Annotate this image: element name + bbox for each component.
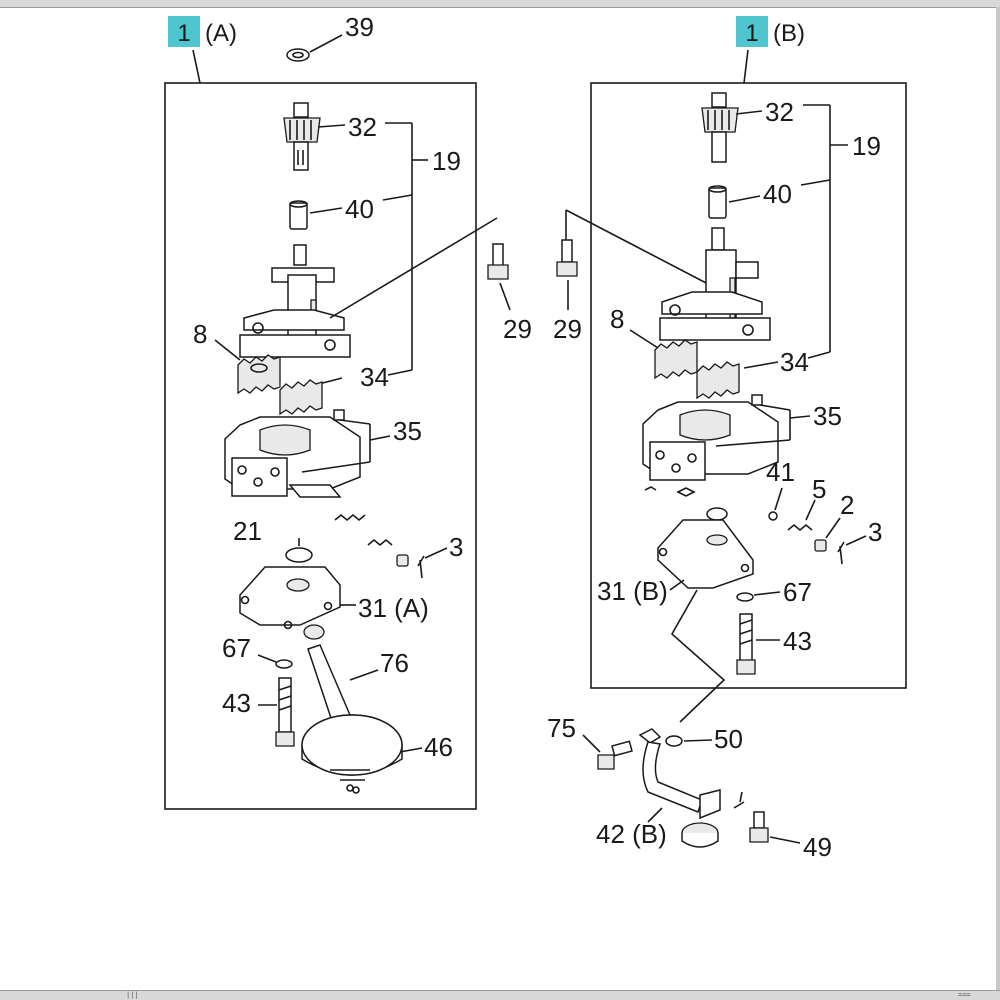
label-b-67[interactable]: 67 [783, 577, 812, 607]
pump-gear-icon [237, 354, 323, 416]
label-b-19[interactable]: 19 [852, 131, 881, 161]
label-b-50[interactable]: 50 [714, 724, 743, 754]
label-a-76[interactable]: 76 [380, 648, 409, 678]
label-b-8[interactable]: 8 [610, 304, 624, 334]
oil-strainer-icon [301, 624, 403, 794]
bolt-icon [275, 677, 295, 747]
pump-shaft-housing-b-icon [659, 227, 771, 341]
label-a-34[interactable]: 34 [360, 362, 389, 392]
middle-bolts: 29 29 [329, 209, 711, 344]
label-m-29a[interactable]: 29 [503, 314, 532, 344]
bolt-49-icon [749, 811, 769, 843]
assembly-b: 1 (B) 32 19 40 [590, 16, 907, 723]
label-b-42[interactable]: 42 (B) [596, 819, 667, 849]
resize-grip-icon[interactable]: ||| [126, 991, 139, 999]
lock-washer-icon [275, 659, 293, 669]
label-a-31[interactable]: 31 (A) [358, 593, 429, 623]
gasket-icon [665, 735, 683, 747]
bushing-b-icon [708, 187, 727, 219]
pin-icon [417, 555, 425, 579]
label-b-34[interactable]: 34 [780, 347, 809, 377]
label-a-40[interactable]: 40 [345, 194, 374, 224]
assembly-b-suffix: (B) [773, 20, 805, 47]
assembly-b-badge[interactable] [736, 16, 768, 47]
ball-icon [768, 511, 778, 521]
washer-icon [286, 48, 310, 62]
label-b-41[interactable]: 41 [766, 457, 795, 487]
spring-b-icon [787, 523, 813, 532]
label-b-35[interactable]: 35 [813, 401, 842, 431]
label-a-39[interactable]: 39 [345, 12, 374, 42]
assembly-b-frame [590, 82, 907, 689]
assembly-b-badge-text: 1 [745, 20, 758, 47]
plug-b-icon [814, 539, 827, 552]
label-b-40[interactable]: 40 [763, 179, 792, 209]
bushing-icon [289, 202, 308, 230]
label-a-46[interactable]: 46 [424, 732, 453, 762]
label-a-3[interactable]: 3 [449, 532, 463, 562]
suction-pipe-group: 50 75 42 (B) 49 [547, 713, 832, 862]
assembly-a-badge[interactable] [168, 16, 200, 47]
pump-cover-b-icon [657, 519, 754, 589]
drive-gear-b-icon [701, 92, 739, 163]
label-b-3[interactable]: 3 [868, 517, 882, 547]
label-b-31[interactable]: 31 (B) [597, 576, 668, 606]
bolt-75-icon [597, 740, 633, 770]
pump-body-icon [224, 409, 361, 498]
window-scrollbar[interactable] [996, 7, 1000, 992]
label-b-49[interactable]: 49 [803, 832, 832, 862]
assembly-a: 1 (A) 39 32 19 40 [164, 12, 477, 810]
bolt-29-left-icon [487, 243, 509, 280]
plug-icon [396, 554, 409, 567]
label-b-2[interactable]: 2 [840, 490, 854, 520]
pump-cover-icon [239, 566, 341, 630]
label-a-67[interactable]: 67 [222, 633, 251, 663]
spring-icon [334, 513, 366, 522]
label-a-35[interactable]: 35 [393, 416, 422, 446]
pump-gear-b-icon [654, 339, 740, 400]
label-b-32[interactable]: 32 [765, 97, 794, 127]
window-top-bar [0, 0, 1000, 8]
pin-b-icon [837, 541, 845, 565]
resize-grip-icon-right[interactable]: === [958, 991, 971, 999]
lock-washer-b-icon [736, 592, 754, 602]
label-a-21[interactable]: 21 [233, 516, 262, 546]
bolt-29-right-icon [556, 239, 578, 277]
assembly-a-frame [164, 82, 477, 810]
suction-pipe-icon [638, 728, 721, 848]
label-b-5[interactable]: 5 [812, 474, 826, 504]
label-b-43[interactable]: 43 [783, 626, 812, 656]
label-a-8[interactable]: 8 [193, 319, 207, 349]
assembly-a-suffix: (A) [205, 20, 237, 47]
label-a-32[interactable]: 32 [348, 112, 377, 142]
assembly-a-badge-text: 1 [177, 20, 190, 47]
label-a-19[interactable]: 19 [432, 146, 461, 176]
bolt-b-icon [736, 613, 756, 675]
o-ring-icon [285, 547, 313, 563]
label-m-29b[interactable]: 29 [553, 314, 582, 344]
pump-body-b-icon [642, 394, 779, 481]
drive-gear-icon [283, 102, 321, 171]
label-a-43[interactable]: 43 [222, 688, 251, 718]
pump-shaft-housing-icon [239, 244, 351, 358]
window-bottom-bar [0, 990, 1000, 1000]
label-b-75[interactable]: 75 [547, 713, 576, 743]
